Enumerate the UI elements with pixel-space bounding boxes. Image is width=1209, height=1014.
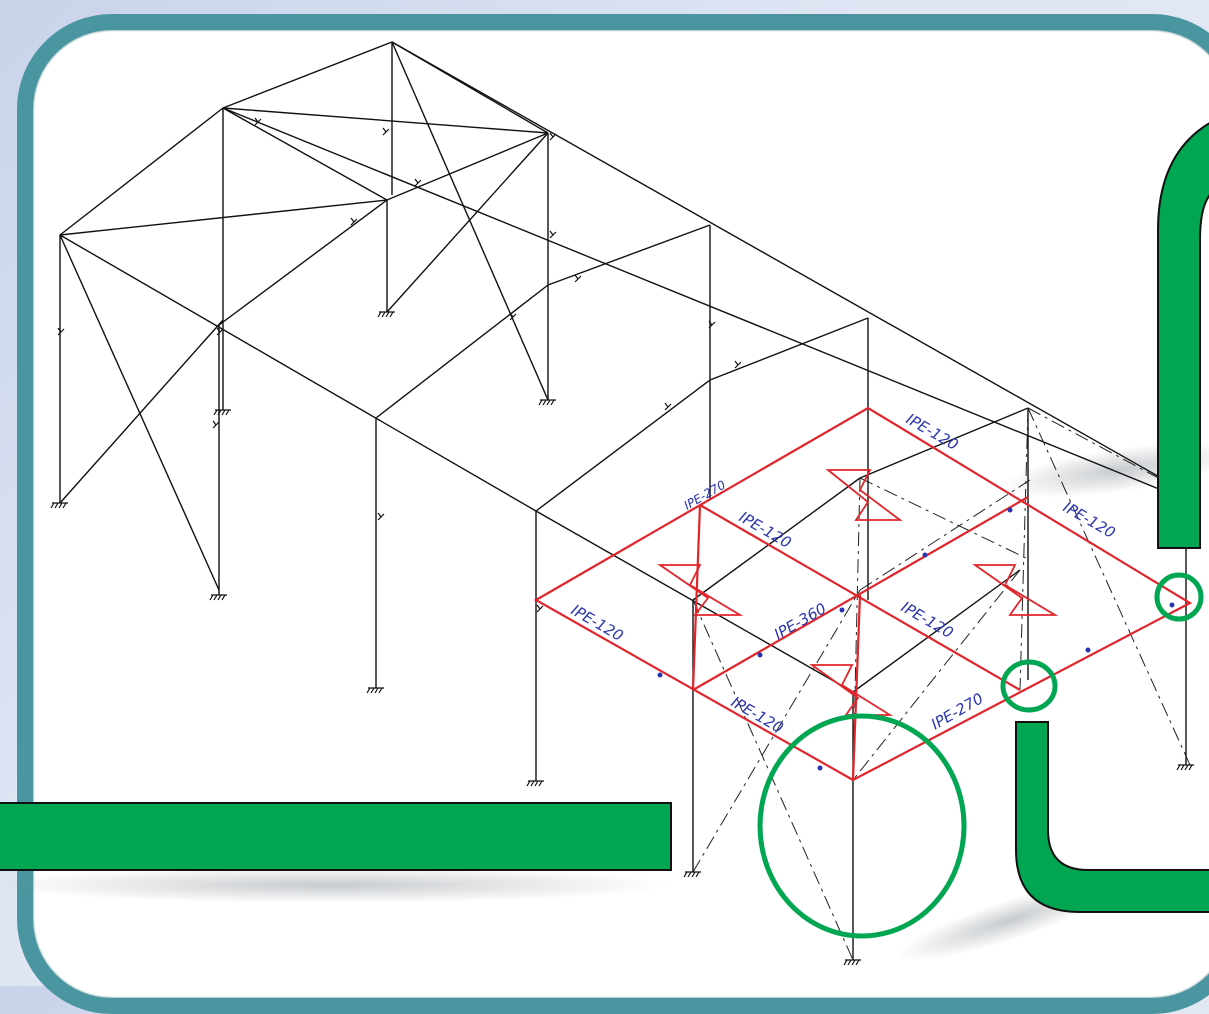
- member-label: IPE-360: [771, 599, 829, 643]
- structural-frame-drawing: IPE-120 IPE-270 IPE-120 IPE-120 IPE-120 …: [0, 41, 1209, 966]
- annotations: [0, 122, 1209, 939]
- mezzanine-floor: [533, 406, 1193, 782]
- green-bracket-top: [1157, 122, 1209, 549]
- member-label: IPE-120: [1060, 498, 1118, 542]
- green-bar: [0, 802, 672, 871]
- load-markers: [657, 507, 1175, 771]
- fixed-support-icon: [50, 311, 1194, 966]
- dashed-bracing: [692, 407, 1191, 961]
- highlight-circle-small: [1154, 572, 1204, 622]
- highlight-circle-small: [1000, 659, 1058, 713]
- highlight-circle-large: [757, 713, 967, 939]
- hinge-release-icon: [57, 117, 742, 613]
- member-symbols: [657, 469, 1059, 716]
- member-label: IPE-270: [928, 689, 986, 733]
- green-bracket-bottom: [1015, 721, 1209, 913]
- steel-frame: [59, 41, 1201, 960]
